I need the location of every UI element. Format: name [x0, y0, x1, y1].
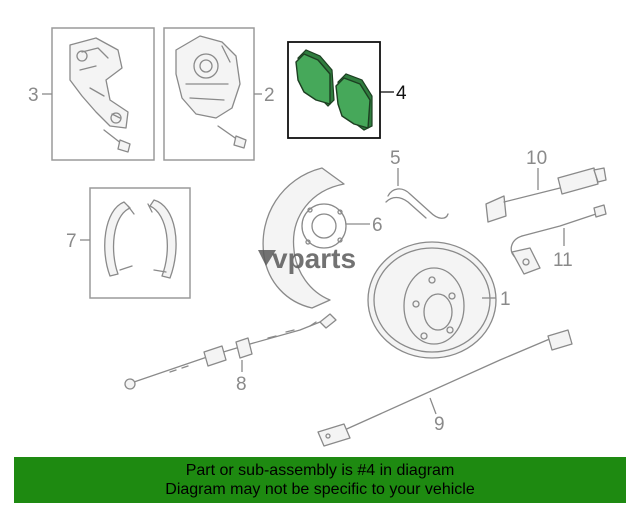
- watermark-text: vparts: [272, 243, 356, 274]
- banner-line-1: Part or sub-assembly is #4 in diagram: [185, 462, 455, 479]
- fitment-notice-banner: Part or sub-assembly is #4 in diagram Di…: [14, 457, 626, 503]
- cable-9-end-left: [317, 423, 351, 447]
- cable-9-end-right: [547, 329, 573, 351]
- callout-2[interactable]: 2: [264, 85, 275, 106]
- part-4-brake-pads[interactable]: 4: [287, 41, 407, 139]
- watermark-logo-icon: [258, 250, 276, 266]
- part-2-caliper[interactable]: 2: [163, 27, 275, 161]
- callout-5[interactable]: 5: [390, 148, 401, 169]
- shoe-left: [104, 201, 131, 277]
- cable-adjuster: [235, 337, 253, 359]
- callout-6[interactable]: 6: [372, 215, 383, 236]
- cable-sleeve: [203, 345, 227, 367]
- carrier-bolt-head: [117, 139, 131, 153]
- parts-diagram: 3 2 4 5 10: [28, 27, 607, 447]
- pad-left: [295, 53, 331, 105]
- callout-4[interactable]: 4: [396, 83, 407, 104]
- rotor-center-bore: [423, 293, 453, 331]
- part-3-caliper-carrier[interactable]: 3: [28, 27, 155, 161]
- callout-10[interactable]: 10: [526, 148, 547, 169]
- part-5-spring-clip[interactable]: 5: [385, 148, 449, 219]
- part-1-brake-rotor[interactable]: 1: [367, 241, 511, 359]
- sensor-clip: [485, 195, 507, 223]
- callout-9[interactable]: 9: [434, 414, 445, 435]
- part-10-wear-sensor[interactable]: 10: [485, 148, 607, 223]
- rotor-hat: [403, 267, 465, 345]
- watermark: vparts: [258, 243, 356, 274]
- part-7-parking-brake-shoes[interactable]: 7: [66, 187, 191, 299]
- callout-8[interactable]: 8: [236, 374, 247, 395]
- callout-3[interactable]: 3: [28, 85, 39, 106]
- sensor-bracket: [511, 247, 541, 275]
- banner-line-2: Diagram may not be specific to your vehi…: [165, 481, 475, 498]
- part-11-wear-sensor[interactable]: 11: [510, 204, 607, 275]
- cable-end: [124, 378, 136, 390]
- caliper-body: [175, 35, 241, 119]
- callout-7[interactable]: 7: [66, 231, 77, 252]
- pad-right: [335, 77, 371, 129]
- caliper-bolt-head: [233, 135, 247, 149]
- shield-outer: [262, 167, 345, 309]
- part-9-cable[interactable]: 9: [317, 329, 573, 447]
- part-7-box: [89, 187, 191, 299]
- part-6-backing-plate[interactable]: 6: [262, 167, 383, 309]
- shoe-right: [149, 199, 177, 279]
- part-4-box: [287, 41, 381, 139]
- callout-11[interactable]: 11: [553, 250, 573, 271]
- caliper-bolt-shank: [217, 125, 239, 141]
- part-8-parking-brake-cable[interactable]: 8: [124, 313, 337, 395]
- callout-1[interactable]: 1: [500, 289, 511, 310]
- rotor-outer: [367, 241, 497, 359]
- sensor-plug: [557, 167, 599, 195]
